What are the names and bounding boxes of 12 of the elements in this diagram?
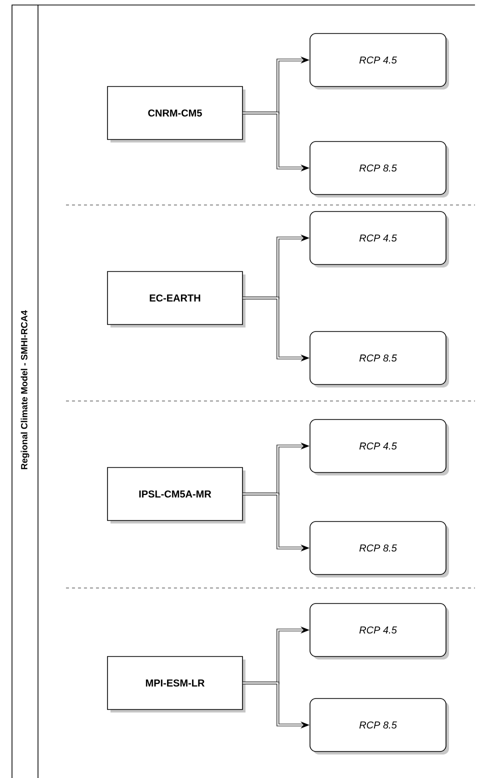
scenario-box: RCP 4.5 xyxy=(310,33,449,90)
scenario-box: RCP 8.5 xyxy=(310,141,449,198)
scenario-box: RCP 4.5 xyxy=(310,603,449,660)
model-box: IPSL-CM5A-MR xyxy=(107,467,246,524)
model-box: MPI-ESM-LR xyxy=(107,656,246,712)
model-box: CNRM-CM5 xyxy=(107,86,246,142)
scenario-box: RCP 8.5 xyxy=(310,521,449,578)
scenario-box: RCP 4.5 xyxy=(310,419,449,476)
model-box: EC-EARTH xyxy=(107,271,246,328)
scenario-box: RCP 8.5 xyxy=(310,331,449,388)
scenario-box: RCP 4.5 xyxy=(310,211,449,268)
scenario-box: RCP 8.5 xyxy=(310,698,449,754)
